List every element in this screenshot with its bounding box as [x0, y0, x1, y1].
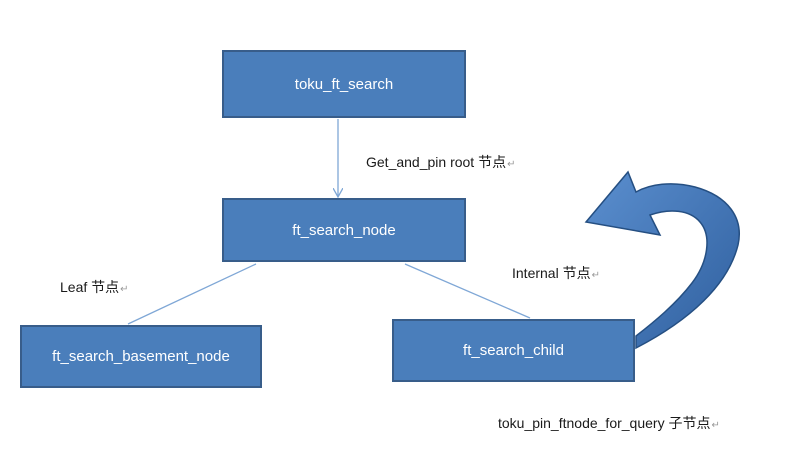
internal-node-label: Internal 节点↵: [512, 263, 600, 283]
ft-search-node-label: ft_search_node: [292, 221, 396, 239]
ft-search-child-label: ft_search_child: [463, 342, 564, 359]
paragraph-mark-icon: ↵: [120, 284, 129, 295]
recursion-loop-arrow: [584, 170, 740, 350]
toku-ft-search-node: toku_ft_search: [222, 50, 466, 118]
ft-search-basement-node-label: ft_search_basement_node: [52, 348, 230, 365]
get-and-pin-root-label: Get_and_pin root 节点↵: [366, 152, 515, 172]
internal-node-text: Internal 节点: [512, 265, 591, 281]
search-to-basement-line: [127, 263, 257, 325]
paragraph-mark-icon: ↵: [507, 159, 516, 170]
get-and-pin-root-text: Get_and_pin root 节点: [366, 154, 507, 170]
paragraph-mark-icon: ↵: [711, 420, 720, 431]
pin-ftnode-for-query-text: toku_pin_ftnode_for_query 子节点: [498, 415, 711, 431]
ft-search-basement-node-box: ft_search_basement_node: [20, 325, 262, 388]
search-to-child-line: [404, 263, 531, 319]
ft-search-child-box: ft_search_child: [392, 319, 635, 382]
leaf-node-label: Leaf 节点↵: [60, 277, 129, 297]
leaf-node-text: Leaf 节点: [60, 279, 120, 295]
toku-ft-search-label: toku_ft_search: [294, 75, 394, 93]
ft-search-node-box: ft_search_node: [222, 198, 466, 262]
pin-ftnode-for-query-label: toku_pin_ftnode_for_query 子节点↵: [498, 413, 720, 433]
paragraph-mark-icon: ↵: [591, 270, 600, 281]
